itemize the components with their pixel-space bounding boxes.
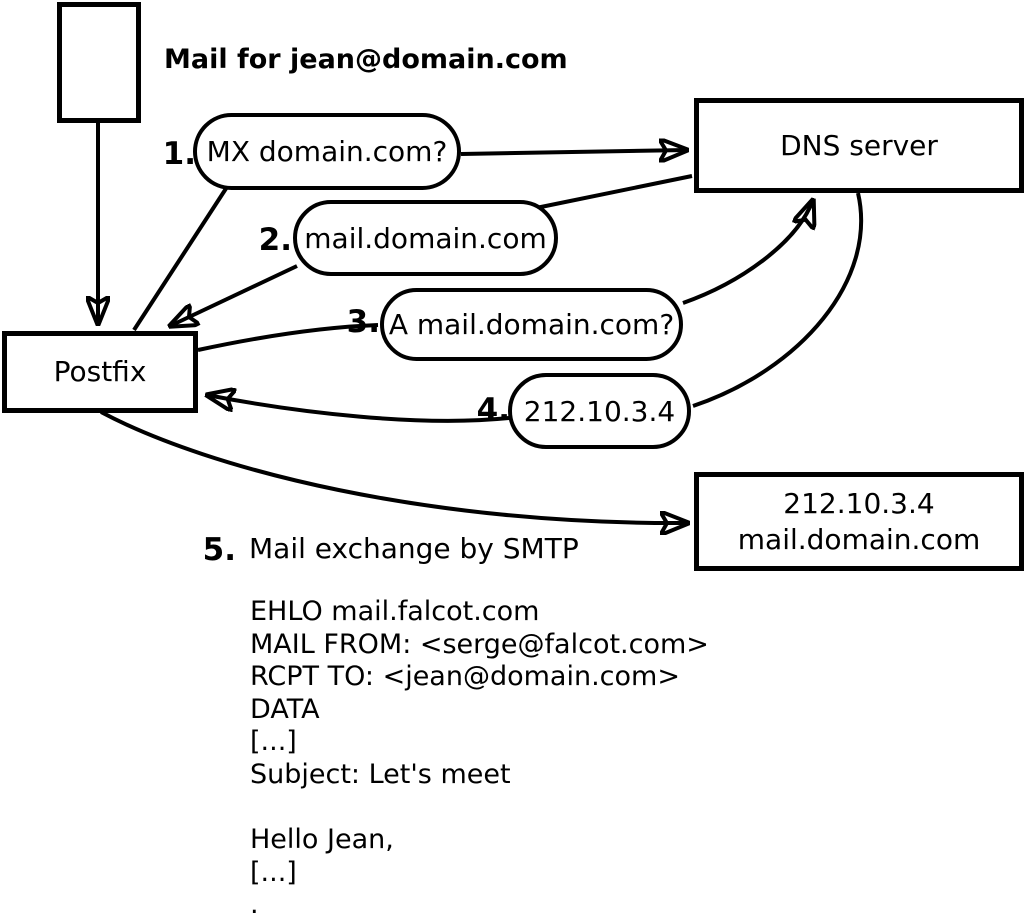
- smtp-exchange-label: Mail exchange by SMTP: [249, 532, 579, 565]
- mail-message-box: [57, 2, 141, 123]
- dns-server-label: DNS server: [780, 128, 938, 162]
- line-dns-to-reply2: [535, 174, 693, 210]
- smtp-line-blank: [250, 792, 709, 825]
- diagram-title: Mail for jean@domain.com: [164, 44, 568, 75]
- arrow-postfix-to-mailserver: [100, 410, 688, 523]
- smtp-line-end-dot: .: [250, 889, 259, 919]
- arrow-query1-to-dns: [460, 150, 687, 154]
- arrow-reply2-to-postfix: [170, 264, 298, 326]
- query-bubble-mx: MX domain.com?: [193, 113, 461, 190]
- query-bubble-a-record: A mail.domain.com?: [380, 288, 683, 361]
- step-number-5: 5.: [202, 532, 236, 568]
- query-mx-label: MX domain.com?: [206, 135, 448, 168]
- smtp-line-ellipsis-2: [...]: [250, 856, 297, 888]
- line-postfix-to-query3: [197, 323, 379, 352]
- step-number-4: 4.: [476, 392, 510, 428]
- smtp-line-mail-from: MAIL FROM: <serge@falcot.com>: [250, 628, 709, 660]
- smtp-line-subject: Subject: Let's meet: [250, 758, 511, 790]
- smtp-line-data: DATA: [250, 693, 320, 725]
- postfix-box: Postfix: [2, 331, 198, 413]
- mail-server-label: 212.10.3.4 mail.domain.com: [738, 486, 980, 558]
- arrow-query3-to-dns: [682, 200, 813, 305]
- dns-server-box: DNS server: [694, 98, 1024, 193]
- smtp-session-transcript: EHLO mail.falcot.com MAIL FROM: <serge@f…: [250, 596, 709, 919]
- reply-ip-label: 212.10.3.4: [523, 394, 676, 428]
- mail-server-hostname: mail.domain.com: [737, 522, 981, 556]
- line-postfix-to-query1: [132, 185, 229, 332]
- query-a-record-label: A mail.domain.com?: [388, 308, 675, 341]
- smtp-line-ellipsis-1: [...]: [250, 726, 297, 758]
- reply-bubble-ip: 212.10.3.4: [508, 373, 691, 449]
- smtp-line-rcpt-to: RCPT TO: <jean@domain.com>: [250, 661, 680, 693]
- step-number-1: 1.: [162, 136, 196, 172]
- smtp-line-ehlo: EHLO mail.falcot.com: [250, 596, 540, 627]
- line-dns-to-reply4: [692, 192, 864, 408]
- reply-mail-domain-label: mail.domain.com: [304, 221, 547, 255]
- reply-bubble-mail-domain: mail.domain.com: [293, 200, 558, 276]
- postfix-label: Postfix: [53, 355, 147, 388]
- step-number-2: 2.: [258, 222, 292, 258]
- mail-server-box: 212.10.3.4 mail.domain.com: [694, 472, 1024, 571]
- smtp-line-hello: Hello Jean,: [250, 824, 394, 856]
- arrow-reply4-to-postfix: [207, 395, 510, 423]
- step-number-3: 3.: [346, 304, 380, 340]
- mail-server-ip: 212.10.3.4: [783, 486, 935, 520]
